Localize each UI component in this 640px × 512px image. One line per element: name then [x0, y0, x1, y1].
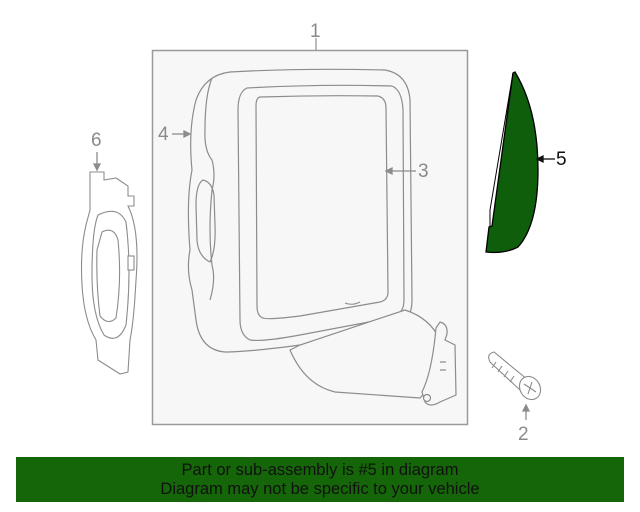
cover-cap-drawing [485, 71, 539, 254]
leader-arrow-5 [535, 154, 555, 164]
callout-1: 1 [310, 21, 321, 42]
callout-3: 3 [418, 161, 429, 182]
callout-4: 4 [158, 124, 169, 145]
mirror-glass-drawing [255, 95, 389, 320]
callout-2: 2 [518, 424, 529, 445]
info-banner: Part or sub-assembly is #5 in diagram Di… [16, 457, 624, 502]
banner-line-disclaimer: Diagram may not be specific to your vehi… [160, 480, 480, 498]
callout-5: 5 [556, 149, 567, 170]
screw-drawing [488, 351, 542, 401]
mirror-glass-edge [344, 301, 361, 305]
mirror-base-drawing [289, 309, 457, 406]
callout-6: 6 [91, 130, 102, 151]
banner-line-part: Part or sub-assembly is #5 in diagram [181, 461, 459, 479]
leader-arrows [92, 129, 531, 420]
bracket-drawing [80, 171, 138, 375]
